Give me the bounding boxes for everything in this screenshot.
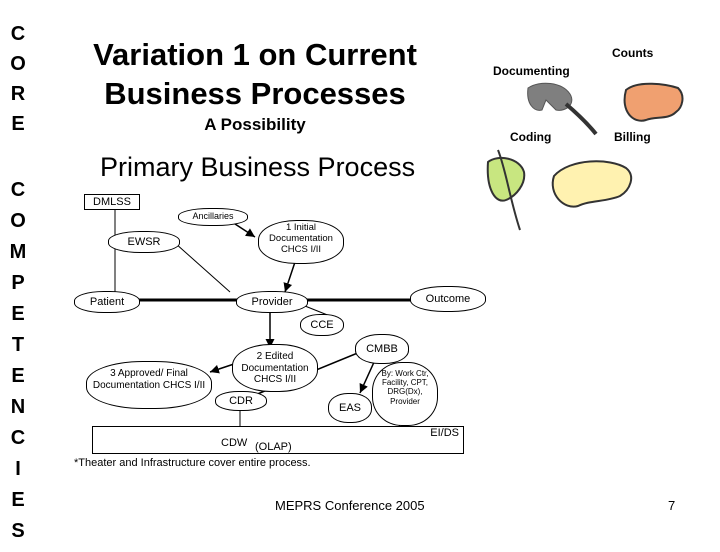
core-letter: C — [10, 23, 26, 45]
provider-node: Provider — [236, 291, 308, 313]
initial-doc-arrow — [283, 261, 296, 293]
cdw-label: CDW — [221, 437, 248, 449]
slide-subtitle: A Possibility — [204, 115, 306, 134]
approved-final-label: 3 Approved/ Final Documentation CHCS I/I… — [92, 368, 206, 391]
competencies-letter: S — [11, 520, 25, 542]
cmbb-eas-arrow — [359, 359, 376, 394]
outcome-label: Outcome — [425, 293, 471, 305]
competencies-letter: C — [10, 179, 26, 201]
initial-documentation-node: 1 Initial Documentation CHCS I/II — [258, 220, 344, 264]
patient-label: Patient — [89, 296, 125, 308]
competencies-letter: N — [10, 396, 26, 418]
competencies-letter: E — [11, 489, 25, 511]
competencies-letter: E — [11, 365, 25, 387]
cce-label: CCE — [310, 319, 334, 331]
edited-documentation-label: 2 Edited Documentation CHCS I/II — [241, 351, 309, 385]
ewsr-connector — [174, 242, 231, 293]
footer-conference: MEPRS Conference 2005 — [275, 498, 425, 513]
documenting-shape — [527, 82, 573, 111]
eas-label: EAS — [338, 402, 361, 414]
ancillaries-node: Ancillaries — [178, 208, 248, 226]
provider-label: Provider — [251, 296, 293, 308]
competencies-vertical-word: C O M P E T E N C I E S — [4, 180, 32, 552]
cmbb-node: CMBB — [355, 334, 409, 364]
competencies-letter: O — [10, 210, 26, 232]
competencies-letter: T — [11, 334, 25, 356]
cce-node: CCE — [300, 314, 344, 336]
core-letter: O — [10, 53, 26, 75]
competencies-letter: C — [10, 427, 26, 449]
slide-title: Variation 1 on Current Business Processe… — [93, 37, 417, 111]
edited-documentation-node: 2 Edited Documentation CHCS I/II — [232, 344, 318, 392]
initial-documentation-label: 1 Initial Documentation CHCS I/II — [269, 222, 333, 255]
footnote: *Theater and Infrastructure cover entire… — [74, 457, 311, 469]
by-note-node: By: Work Ctr, Facility, CPT, DRG(Dx), Pr… — [372, 362, 438, 426]
competencies-letter: M — [9, 241, 27, 263]
counts-shape — [623, 82, 684, 122]
legend-documenting-label: Documenting — [493, 64, 570, 78]
olap-label: (OLAP) — [255, 441, 292, 453]
dmlss-box: DMLSS — [84, 194, 140, 210]
legend-coding-label: Coding — [510, 130, 552, 144]
competencies-letter: P — [11, 272, 25, 294]
legend-billing-label: Billing — [614, 130, 651, 144]
core-vertical-word: C O R E — [4, 24, 32, 144]
eids-label: EI/DS — [430, 427, 459, 439]
coding-line — [497, 149, 521, 231]
dmlss-label: DMLSS — [93, 196, 131, 208]
competencies-letter: E — [11, 303, 25, 325]
cdr-node: CDR — [215, 391, 267, 411]
billing-shape — [551, 160, 633, 208]
ancillaries-arrow — [231, 221, 256, 238]
eas-node: EAS — [328, 393, 372, 423]
legend-counts-label: Counts — [612, 46, 654, 60]
ancillaries-label: Ancillaries — [192, 211, 234, 221]
cdr-label: CDR — [229, 395, 253, 407]
cmbb-label: CMBB — [366, 343, 398, 355]
competencies-letter: I — [15, 458, 21, 480]
outcome-node: Outcome — [410, 286, 486, 312]
infrastructure-bar: EI/DS CDW (OLAP) — [92, 426, 464, 454]
approved-final-node: 3 Approved/ Final Documentation CHCS I/I… — [86, 361, 212, 409]
section-heading: Primary Business Process — [100, 152, 416, 182]
page-number: 7 — [668, 498, 676, 513]
by-note-label: By: Work Ctr, Facility, CPT, DRG(Dx), Pr… — [381, 369, 429, 406]
patient-node: Patient — [74, 291, 140, 313]
legend-graphic — [486, 82, 684, 231]
ewsr-label: EWSR — [127, 236, 161, 248]
core-letter: R — [10, 83, 26, 105]
core-letter: E — [11, 113, 25, 135]
ewsr-node: EWSR — [108, 231, 180, 253]
documenting-stroke — [564, 102, 598, 136]
